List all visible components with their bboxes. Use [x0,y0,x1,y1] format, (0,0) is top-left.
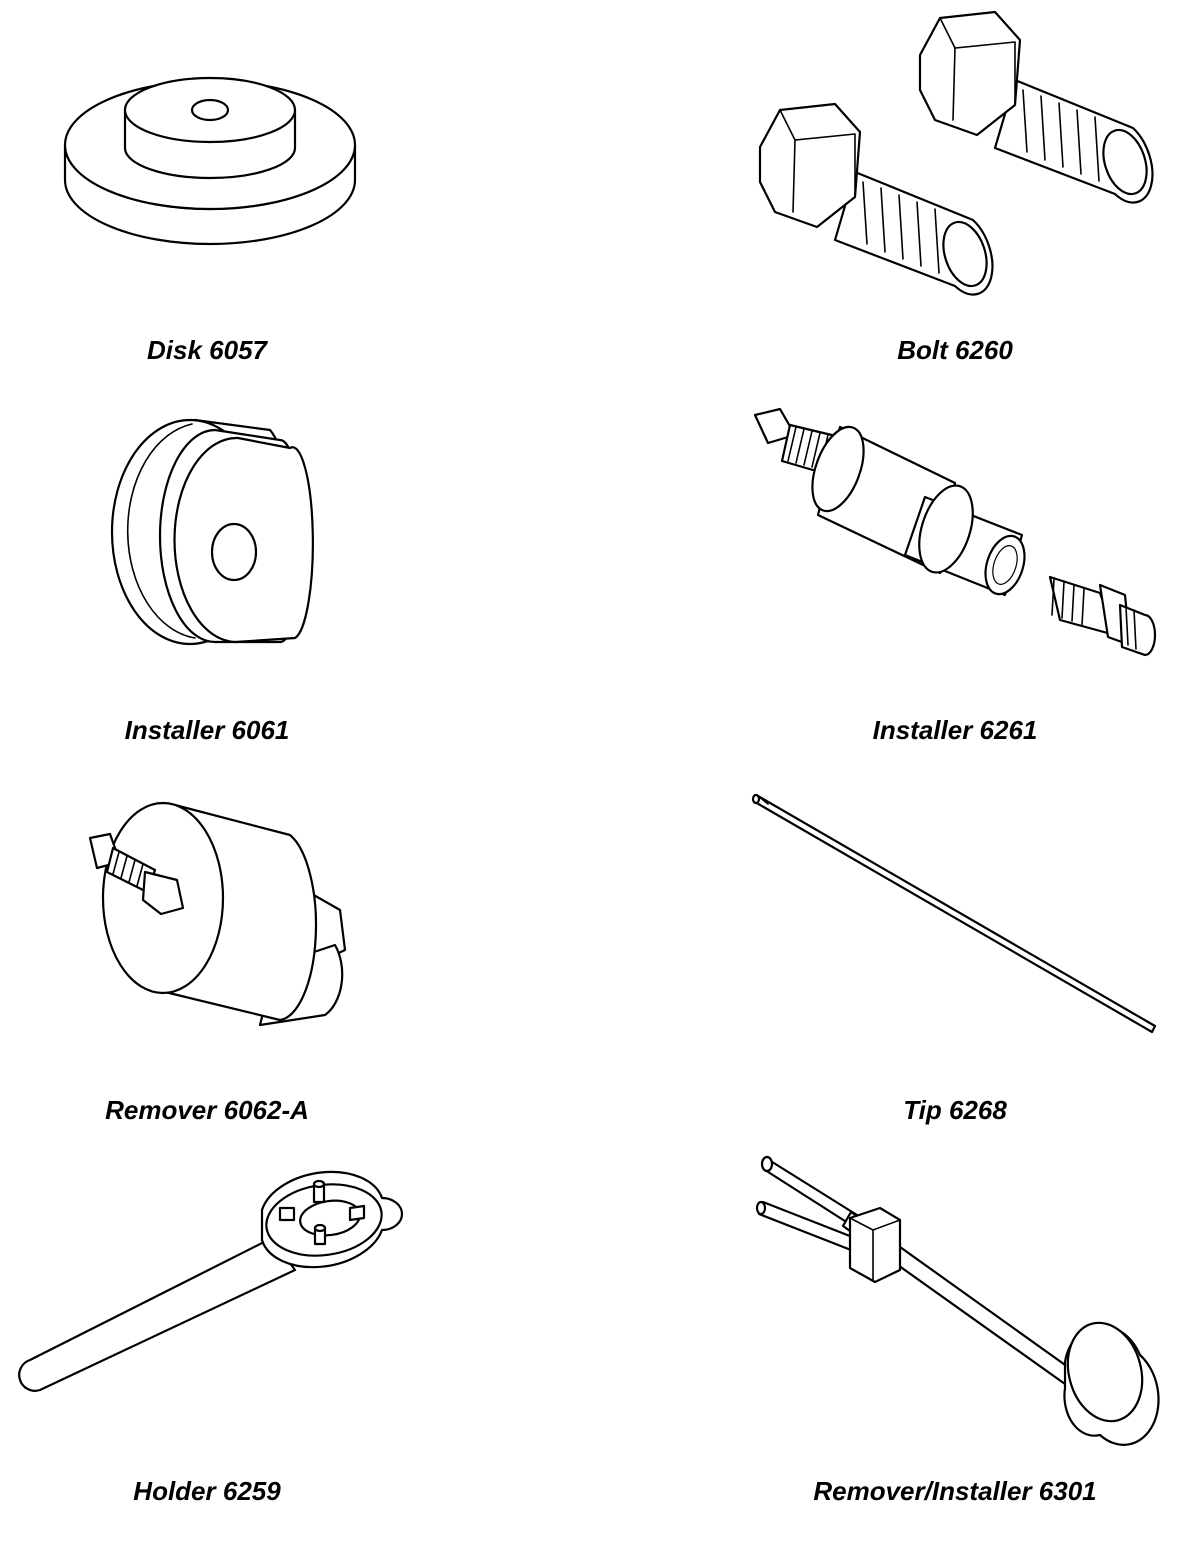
tool-label-remover-6062a: Remover 6062-A [105,1095,309,1125]
tool-label-remover-installer: Remover/Installer 6301 [813,1476,1097,1506]
remover-installer-slide-icon [755,1150,1160,1446]
installer-cup-icon [100,410,315,650]
disk-icon [55,50,365,270]
tool-label-installer-6261: Installer 6261 [872,715,1038,745]
installer-screw-icon [750,405,1160,665]
holder-wrench-icon [10,1170,404,1400]
remover-cylinder-icon [85,800,360,1035]
tool-label-tip: Tip 6268 [903,1095,1007,1125]
tool-label-disk: Disk 6057 [147,335,267,365]
tool-label-bolt: Bolt 6260 [897,335,1013,365]
tip-rod-icon [750,790,1160,1040]
bolt-pair-icon [755,10,1155,296]
tool-label-holder: Holder 6259 [133,1476,281,1506]
tool-label-installer-6061: Installer 6061 [124,715,290,745]
